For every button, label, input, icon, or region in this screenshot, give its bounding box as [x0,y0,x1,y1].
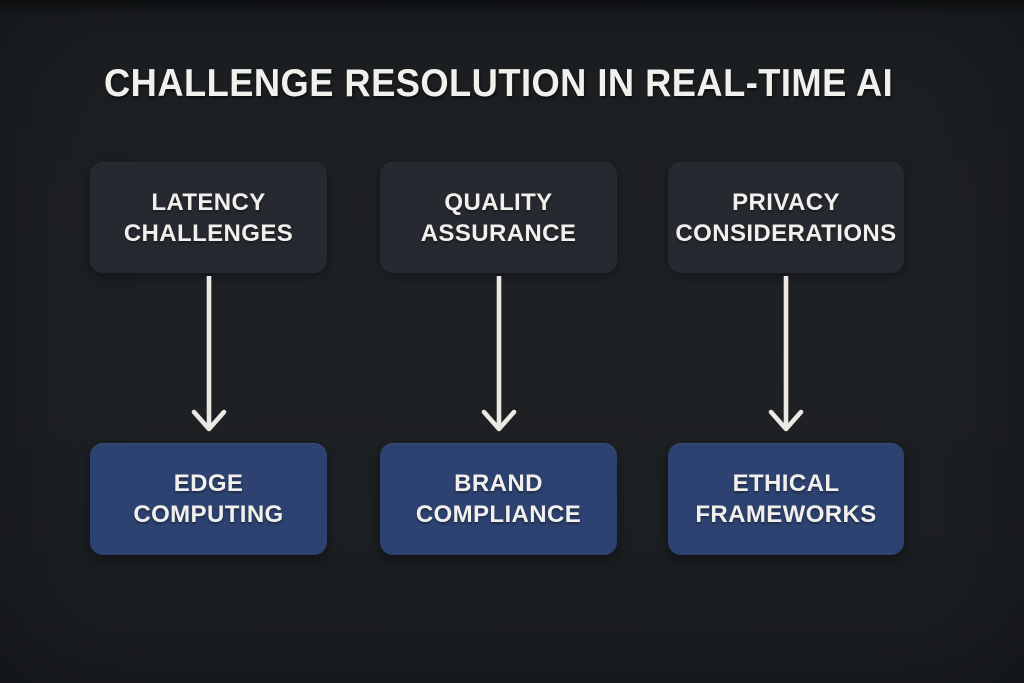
solution-box-edge-computing: EDGE COMPUTING [90,443,327,555]
challenge-label-line2: CHALLENGES [123,219,294,247]
page-title: CHALLENGE RESOLUTION IN REAL-TIME AI [104,62,894,105]
down-arrow-icon [768,276,804,432]
challenge-box-privacy: PRIVACY CONSIDERATIONS [668,162,904,273]
solution-box-brand-compliance: BRAND COMPLIANCE [380,443,617,555]
solution-box-ethical-frameworks: ETHICAL FRAMEWORKS [668,443,904,555]
challenge-box-latency: LATENCY CHALLENGES [90,162,327,273]
challenge-box-quality: QUALITY ASSURANCE [380,162,617,273]
challenge-label-line1: QUALITY [444,188,553,216]
down-arrow-icon [191,276,226,432]
challenge-label-line1: PRIVACY [732,188,840,216]
challenge-label-line2: CONSIDERATIONS [675,219,897,247]
solution-label-line2: FRAMEWORKS [695,501,877,528]
challenge-label-line1: LATENCY [151,188,266,216]
solution-label-line2: COMPLIANCE [415,501,582,528]
solution-label-line1: EDGE [173,470,244,497]
column-latency: LATENCY CHALLENGES EDGE COMPUTING [90,162,327,555]
down-arrow-icon [481,276,516,432]
solution-label-line1: BRAND [454,470,543,497]
column-quality: QUALITY ASSURANCE BRAND COMPLIANCE [380,162,617,555]
column-privacy: PRIVACY CONSIDERATIONS ETHICAL FRAMEWORK… [668,162,904,555]
solution-label-line2: COMPUTING [133,501,284,528]
challenge-label-line2: ASSURANCE [420,219,577,247]
solution-label-line1: ETHICAL [732,470,840,497]
